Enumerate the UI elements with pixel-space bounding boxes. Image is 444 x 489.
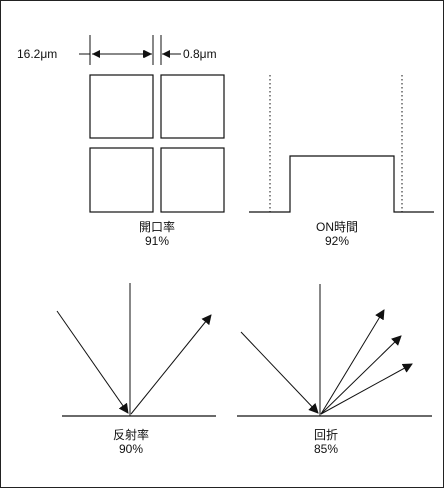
diffraction-panel: [237, 284, 432, 417]
gap-width-label: 0.8μm: [183, 47, 217, 61]
diffraction-value: 85%: [313, 442, 339, 456]
aperture-value: 91%: [144, 234, 170, 248]
incident-ray: [240, 331, 319, 414]
aperture-title: 開口率: [138, 220, 175, 234]
mirror-square: [89, 147, 154, 213]
reflectance-title: 反射率: [112, 428, 149, 442]
mirror-square: [89, 74, 154, 139]
incident-ray: [56, 310, 129, 414]
pulse-waveform: [249, 155, 434, 213]
diffraction-title: 回折: [313, 428, 338, 442]
pixel-width-label: 16.2μm: [17, 47, 58, 61]
mirror-square: [160, 147, 225, 213]
reflectance-value: 90%: [118, 442, 144, 456]
on-time-value: 92%: [324, 234, 350, 248]
mirror-square: [160, 74, 225, 139]
diffracted-ray: [320, 335, 402, 415]
reflected-ray: [130, 314, 212, 415]
diffracted-ray: [320, 363, 413, 415]
on-time-title: ON時間: [315, 220, 358, 234]
on-time-panel: [249, 75, 434, 213]
diffracted-ray: [320, 309, 385, 415]
reflectance-panel: [56, 283, 216, 417]
aperture-panel: [79, 35, 225, 213]
